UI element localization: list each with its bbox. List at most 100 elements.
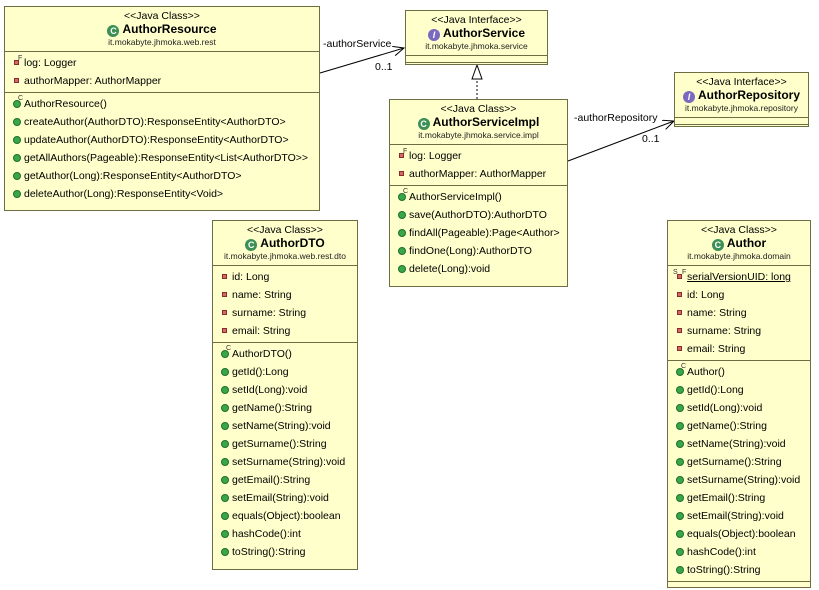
operation-text: toString():String xyxy=(687,564,761,576)
operation-row[interactable]: createAuthor(AuthorDTO):ResponseEntity<A… xyxy=(5,113,319,131)
stereotype-label: <<Java Class>> xyxy=(124,10,200,22)
attribute-text: authorMapper: AuthorMapper xyxy=(24,75,162,87)
public-method-icon xyxy=(675,492,687,504)
operation-row[interactable]: getAllAuthors(Pageable):ResponseEntity<L… xyxy=(5,149,319,167)
operation-row[interactable]: setId(Long):void xyxy=(668,399,810,417)
operation-row[interactable]: getName():String xyxy=(213,399,357,417)
public-method-icon xyxy=(397,263,409,275)
package-name: it.mokabyte.jhmoka.service.impl xyxy=(418,130,539,140)
attribute-row[interactable]: surname: String xyxy=(213,304,357,322)
class-name-text: AuthorResource xyxy=(122,22,217,36)
interface-icon: I xyxy=(683,91,695,103)
attribute-row[interactable]: id: Long xyxy=(213,268,357,286)
attribute-text: log: Logger xyxy=(409,150,462,162)
operation-row[interactable]: getEmail():String xyxy=(668,489,810,507)
operation-row[interactable]: setId(Long):void xyxy=(213,381,357,399)
operation-row[interactable]: setEmail(String):void xyxy=(213,489,357,507)
operation-row[interactable]: getSurname():String xyxy=(668,453,810,471)
attribute-row[interactable]: authorMapper: AuthorMapper xyxy=(5,72,319,90)
private-field-icon xyxy=(220,325,232,337)
attribute-row[interactable]: id: Long xyxy=(668,286,810,304)
class-icon: C xyxy=(245,239,258,251)
attribute-row[interactable]: name: String xyxy=(213,286,357,304)
attributes-section xyxy=(675,117,808,124)
operation-row[interactable]: getId():Long xyxy=(668,381,810,399)
package-name: it.mokabyte.jhmoka.web.rest.dto xyxy=(224,251,346,261)
private-final-field-icon: F xyxy=(397,148,409,162)
public-method-icon xyxy=(12,170,24,182)
operation-row[interactable]: setSurname(String):void xyxy=(213,453,357,471)
constructor-icon: C xyxy=(220,345,232,360)
operation-row[interactable]: save(AuthorDTO):AuthorDTO xyxy=(390,206,567,224)
public-method-icon xyxy=(220,402,232,414)
operation-row[interactable]: getSurname():String xyxy=(213,435,357,453)
operation-row[interactable]: getName():String xyxy=(668,417,810,435)
operation-row[interactable]: setSurname(String):void xyxy=(668,471,810,489)
operation-row[interactable]: getAuthor(Long):ResponseEntity<AuthorDTO… xyxy=(5,167,319,185)
operation-text: equals(Object):boolean xyxy=(232,510,341,522)
operation-row[interactable]: findOne(Long):AuthorDTO xyxy=(390,242,567,260)
class-name-text: Author xyxy=(726,236,767,250)
operation-row[interactable]: getEmail():String xyxy=(213,471,357,489)
public-method-icon xyxy=(675,510,687,522)
constructor-icon: C xyxy=(397,188,409,203)
public-method-icon xyxy=(220,510,232,522)
operation-row[interactable]: hashCode():int xyxy=(213,525,357,543)
attribute-text: surname: String xyxy=(232,307,307,319)
class-name-text: AuthorRepository xyxy=(698,88,800,102)
operation-row[interactable]: toString():String xyxy=(213,543,357,561)
attribute-row[interactable]: name: String xyxy=(668,304,810,322)
realization-arrowhead xyxy=(471,63,483,80)
operation-row[interactable]: delete(Long):void xyxy=(390,260,567,278)
attribute-row[interactable]: email: String xyxy=(213,322,357,340)
operation-row[interactable]: setName(String):void xyxy=(213,417,357,435)
operation-row[interactable]: setName(String):void xyxy=(668,435,810,453)
operation-row[interactable]: findAll(Pageable):Page<Author> xyxy=(390,224,567,242)
operation-row[interactable]: setEmail(String):void xyxy=(668,507,810,525)
public-method-icon xyxy=(220,384,232,396)
operation-text: createAuthor(AuthorDTO):ResponseEntity<A… xyxy=(24,116,286,128)
operation-text: toString():String xyxy=(232,546,306,558)
private-field-icon xyxy=(675,343,687,355)
public-method-icon xyxy=(675,546,687,558)
attribute-row[interactable]: email: String xyxy=(668,340,810,358)
public-method-icon xyxy=(12,152,24,164)
stereotype-label: <<Java Class>> xyxy=(440,103,517,115)
private-field-icon xyxy=(220,289,232,301)
operation-row[interactable]: hashCode():int xyxy=(668,543,810,561)
operation-row[interactable]: updateAuthor(AuthorDTO):ResponseEntity<A… xyxy=(5,131,319,149)
operation-row[interactable]: equals(Object):boolean xyxy=(668,525,810,543)
operation-row[interactable]: equals(Object):boolean xyxy=(213,507,357,525)
operation-row[interactable]: getId():Long xyxy=(213,363,357,381)
operation-text: delete(Long):void xyxy=(409,263,491,275)
stereotype-label: <<Java Interface>> xyxy=(431,14,522,26)
operation-text: getAllAuthors(Pageable):ResponseEntity<L… xyxy=(24,152,309,164)
attribute-row[interactable]: surname: String xyxy=(668,322,810,340)
operation-row[interactable]: toString():String xyxy=(668,561,810,579)
operation-row[interactable]: deleteAuthor(Long):ResponseEntity<Void> xyxy=(5,185,319,203)
attribute-row[interactable]: authorMapper: AuthorMapper xyxy=(390,165,567,183)
operation-text: getEmail():String xyxy=(232,474,311,486)
attribute-text: name: String xyxy=(687,307,747,319)
